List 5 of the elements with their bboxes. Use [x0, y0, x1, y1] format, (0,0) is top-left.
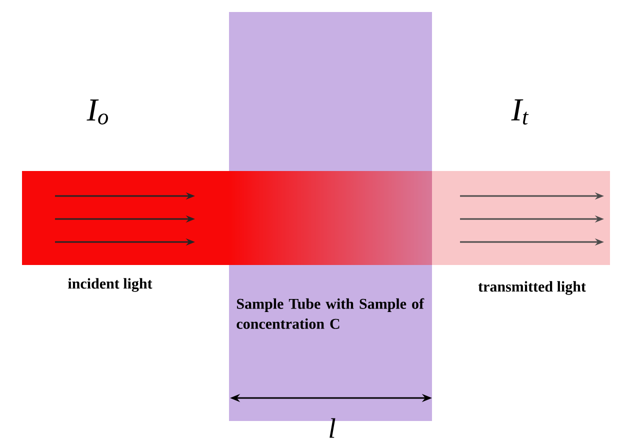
- intensity-symbol: I$_{o}$: [86, 100, 108, 124]
- length-symbol: l: [330, 418, 336, 438]
- beam-label: transmitted light: [478, 281, 586, 295]
- intensity-symbol: I$_{t}$: [511, 99, 529, 125]
- beam-label: incident light: [68, 278, 152, 292]
